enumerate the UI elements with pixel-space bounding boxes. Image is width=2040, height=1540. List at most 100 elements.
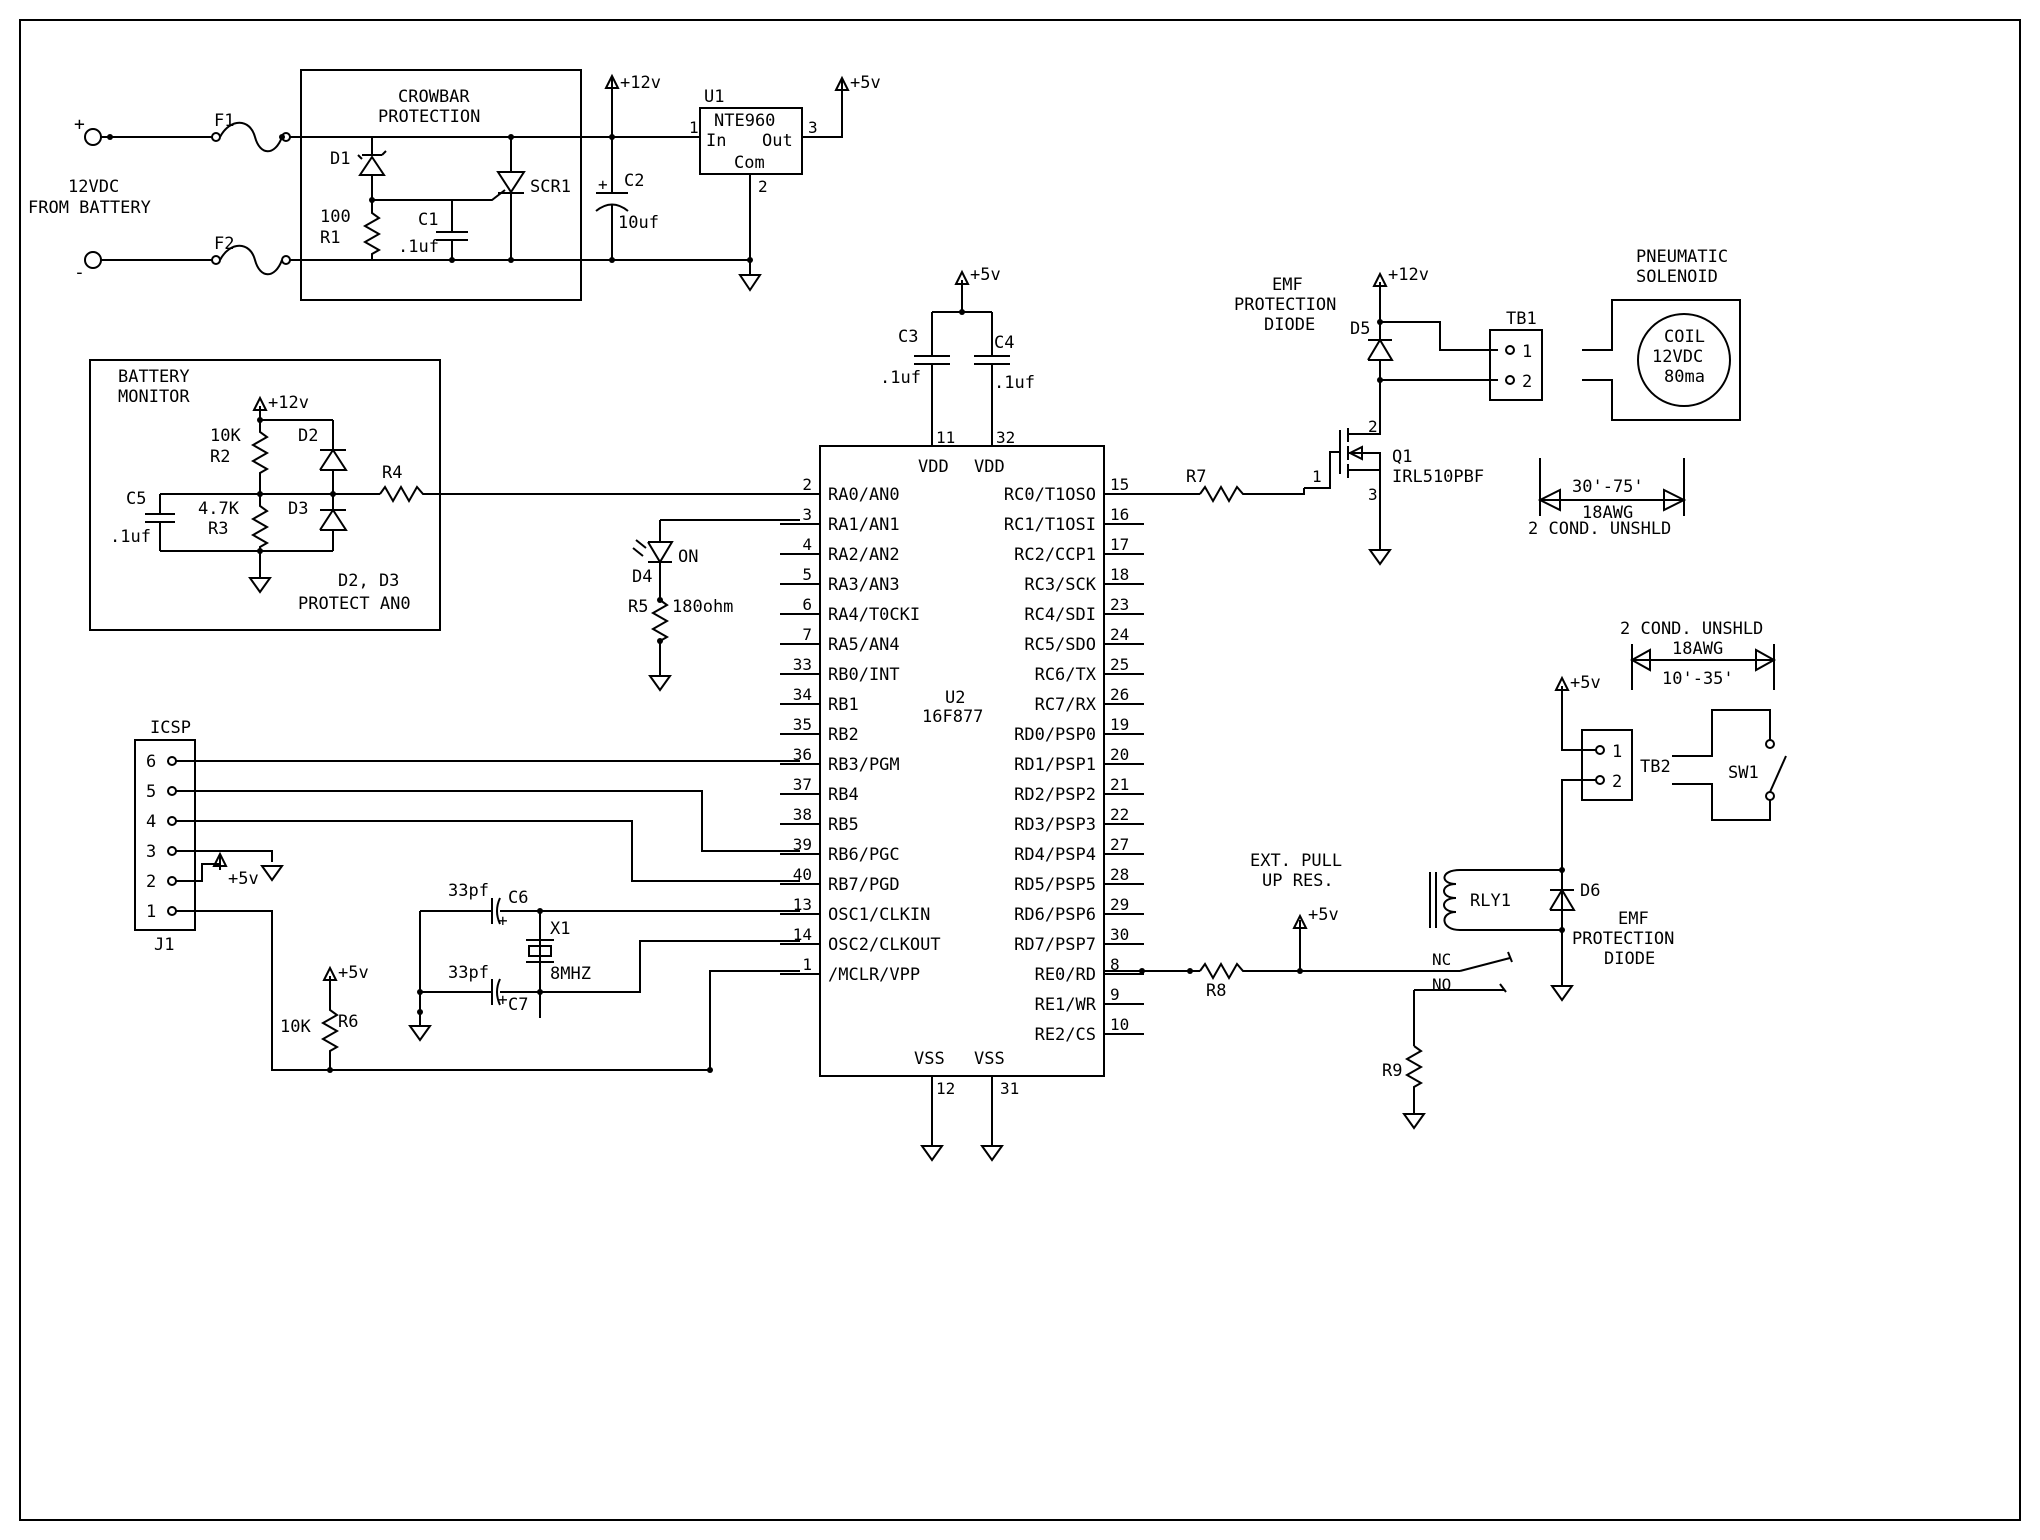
switch-input-section: 2 COND. UNSHLD 18AWG 10'-35' +5v 1 2 TB2… xyxy=(1104,619,1787,1130)
r6-label: R6 xyxy=(338,1012,358,1032)
crowbar-title-2: PROTECTION xyxy=(378,107,480,127)
pin-number: 13 xyxy=(793,895,812,914)
coil-label-3: 80ma xyxy=(1664,367,1705,387)
source-label-1: 12VDC xyxy=(68,177,119,197)
pin-name: RB3/PGM xyxy=(828,755,900,775)
scr1-label: SCR1 xyxy=(530,177,571,197)
diode-d6 xyxy=(1549,888,1576,911)
pin-name: RD4/PSP4 xyxy=(1014,845,1096,865)
rly1-label: RLY1 xyxy=(1470,891,1511,911)
c2-plus: + xyxy=(598,175,608,194)
mcu-rail-label: +5v xyxy=(970,265,1001,285)
pin-name: RD5/PSP5 xyxy=(1014,875,1096,895)
resistor-r6 xyxy=(320,990,340,1070)
pin-number: 5 xyxy=(802,565,812,584)
pin-name: RD2/PSP2 xyxy=(1014,785,1096,805)
capacitor-c5 xyxy=(145,494,175,551)
capacitor-c1 xyxy=(436,200,468,260)
battery-minus-terminal xyxy=(84,251,102,269)
f2-label: F2 xyxy=(214,234,234,254)
r3-label: R3 xyxy=(208,519,228,539)
vdd-label-1: VDD xyxy=(918,457,949,477)
mcu-ref: U2 xyxy=(945,688,965,708)
cable1-desc: 2 COND. UNSHLD xyxy=(1528,519,1671,539)
r2-value: 10K xyxy=(210,426,241,446)
pin-name: RB5 xyxy=(828,815,859,835)
battery-plus-terminal xyxy=(84,128,102,146)
tb2-label: TB2 xyxy=(1640,757,1671,777)
emf1-label-3: DIODE xyxy=(1264,315,1315,335)
pin-name: RC2/CCP1 xyxy=(1014,545,1096,565)
cable2-desc: 2 COND. UNSHLD xyxy=(1620,619,1763,639)
pin-number: 14 xyxy=(793,925,812,944)
vss-pin-31: 31 xyxy=(1000,1079,1019,1098)
f1-label: F1 xyxy=(214,111,234,131)
ground-r9 xyxy=(1402,1113,1426,1130)
sol-label-2: SOLENOID xyxy=(1636,267,1718,287)
pin-number: 23 xyxy=(1110,595,1129,614)
vdd-label-2: VDD xyxy=(974,457,1005,477)
vss-label-2: VSS xyxy=(974,1049,1005,1069)
relay-contacts xyxy=(1414,951,1513,993)
mcu-u2 xyxy=(819,445,1105,1077)
mcu-right-pins: 15RC0/T1OSO16RC1/T1OSI17RC2/CCP118RC3/SC… xyxy=(1004,475,1144,1045)
vss-label-1: VSS xyxy=(914,1049,945,1069)
u1-part: NTE960 xyxy=(714,111,775,131)
pullup-rail-label: +5v xyxy=(1308,905,1339,925)
r8-label: R8 xyxy=(1206,981,1226,1001)
c5-label: C5 xyxy=(126,489,146,509)
icsp-ref: J1 xyxy=(154,935,174,955)
mcu-left-pins: 2RA0/AN03RA1/AN14RA2/AN25RA3/AN36RA4/T0C… xyxy=(780,475,941,985)
pin-name: RD0/PSP0 xyxy=(1014,725,1096,745)
vdd-pin-32: 32 xyxy=(996,428,1015,447)
pin-name: RA5/AN4 xyxy=(828,635,900,655)
switch-sw1 xyxy=(1765,739,1787,801)
pin-number: 10 xyxy=(1110,1015,1129,1034)
solenoid-driver-section: EMF PROTECTION DIODE +12v D5 TB1 1 2 2 1 xyxy=(1104,247,1741,566)
pin-name: RB7/PGD xyxy=(828,875,900,895)
crowbar-box xyxy=(300,69,582,301)
u1-pin2: 2 xyxy=(758,177,768,196)
resistor-r4 xyxy=(379,484,800,504)
pin-name: RC3/SCK xyxy=(1024,575,1096,595)
resistor-r7 xyxy=(1199,484,1305,504)
diode-d3 xyxy=(319,494,348,551)
plus-sign: + xyxy=(74,114,85,135)
tb2-rail-label: +5v xyxy=(1570,673,1601,693)
pin-name: RD3/PSP3 xyxy=(1014,815,1096,835)
terminal-block-tb1 xyxy=(1489,329,1543,401)
led-d4 xyxy=(632,520,674,600)
pin-name: RD1/PSP1 xyxy=(1014,755,1096,775)
icsp-connector-j1 xyxy=(134,739,196,931)
c7-plus: + xyxy=(498,990,508,1009)
oscillator-section: 33pf C6 + X1 8MHZ 33pf C7 + +5v 10K R6 xyxy=(280,881,800,1073)
pin-number: 30 xyxy=(1110,925,1129,944)
icsp-pin2: 2 xyxy=(146,872,156,892)
icsp-pin4: 4 xyxy=(146,812,156,832)
bm-rail-label: +12v xyxy=(268,393,309,413)
bm-note-2: PROTECT AN0 xyxy=(298,594,411,614)
pin-name: RA4/T0CKI xyxy=(828,605,920,625)
q1-label: Q1 xyxy=(1392,447,1412,467)
r6-value: 10K xyxy=(280,1017,311,1037)
tb1-pin1: 1 xyxy=(1522,342,1532,362)
ground-osc xyxy=(408,1025,432,1042)
r6-rail-label: +5v xyxy=(338,963,369,983)
pin-number: 8 xyxy=(1110,955,1120,974)
d1-label: D1 xyxy=(330,149,350,169)
cable1-awg: 18AWG xyxy=(1582,503,1633,523)
bm-title-2: MONITOR xyxy=(118,387,190,407)
pin-number: 37 xyxy=(793,775,812,794)
pin-name: RB0/INT xyxy=(828,665,900,685)
